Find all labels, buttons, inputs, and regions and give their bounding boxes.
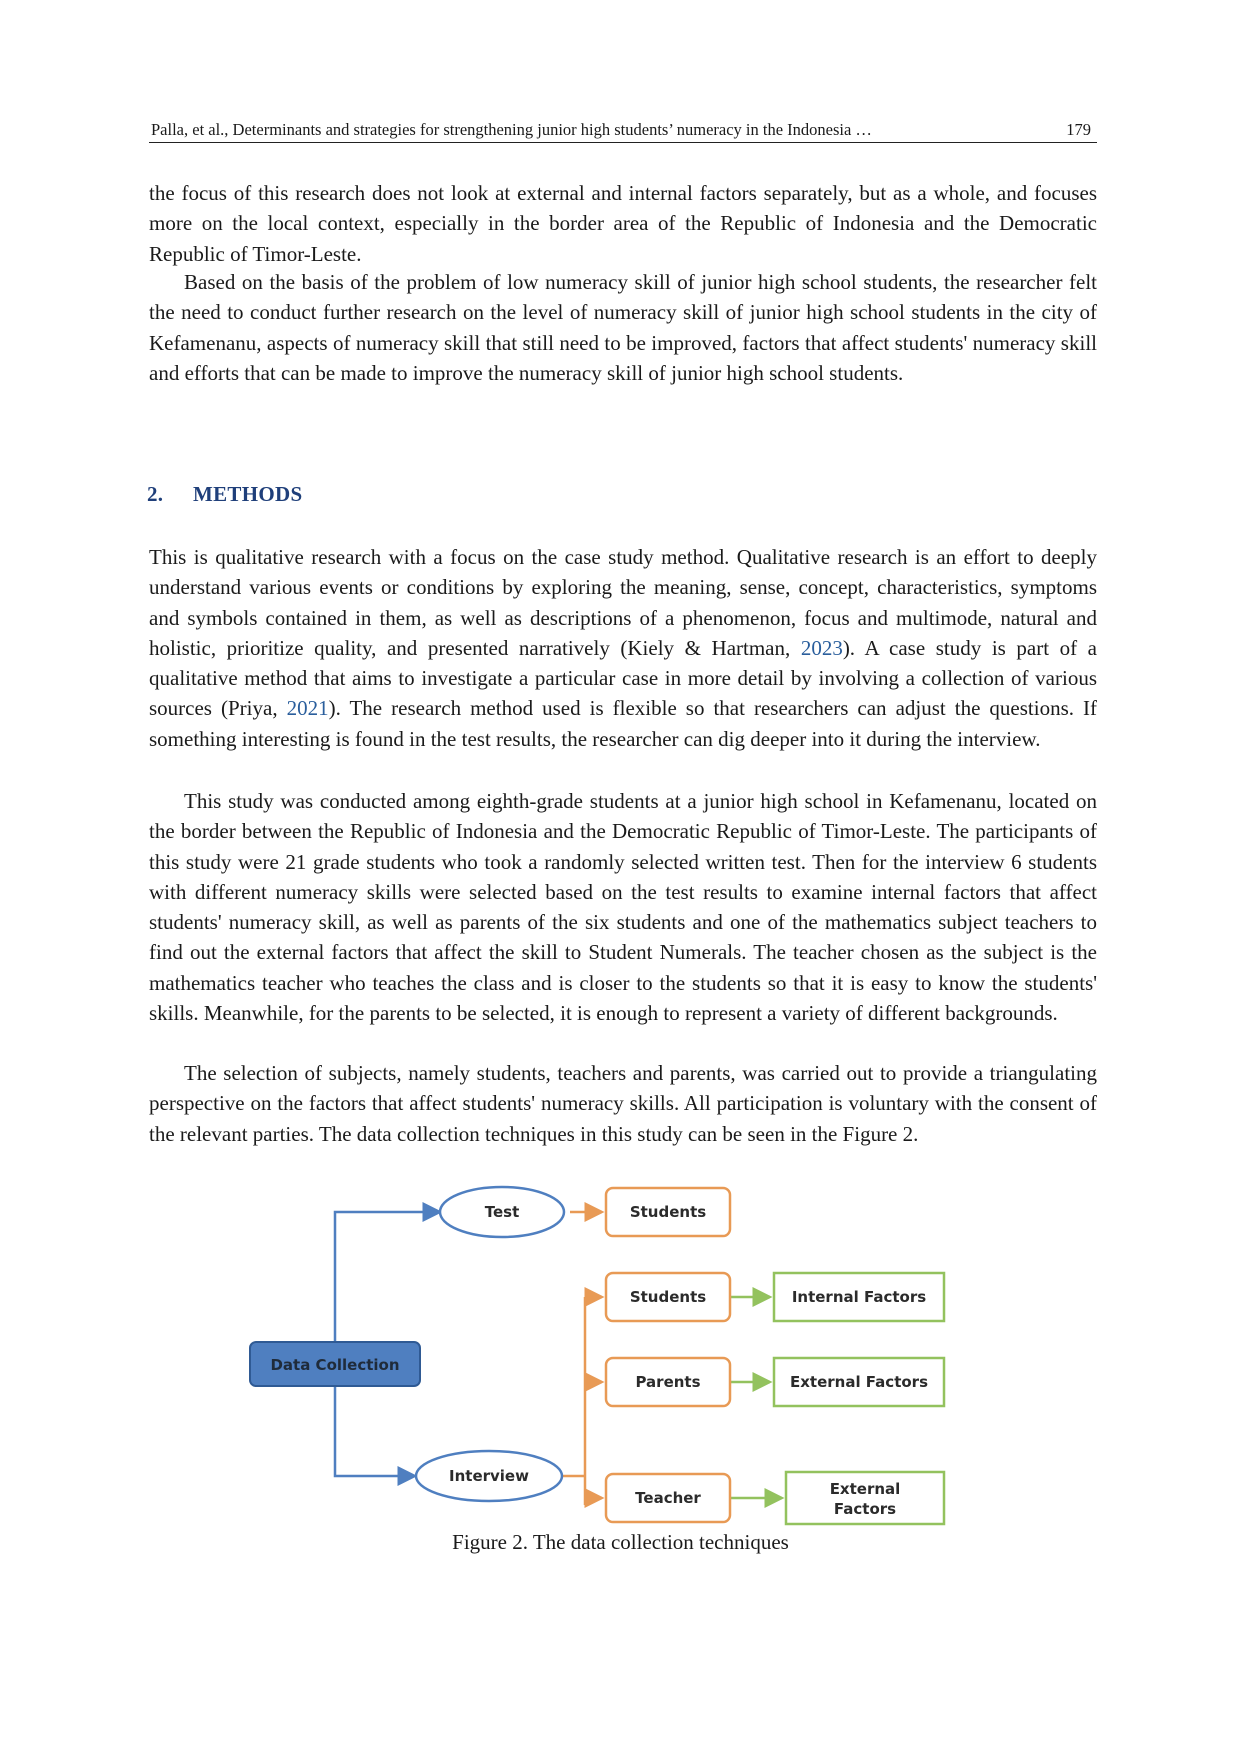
- running-title: Palla, et al., Determinants and strategi…: [151, 120, 872, 139]
- node-test-students: Students: [604, 1186, 732, 1238]
- running-header: Palla, et al., Determinants and strategi…: [149, 118, 1097, 143]
- node-interview-label: Interview: [449, 1467, 529, 1485]
- node-teacher-label: Teacher: [635, 1489, 701, 1507]
- section-number: 2.: [147, 482, 164, 506]
- data-collection-diagram: Data Collection Test Interview Students …: [240, 1180, 960, 1530]
- edge-root-to-test: [333, 1202, 443, 1342]
- node-external-factors-teacher-line1: External: [830, 1480, 901, 1498]
- node-test: Test: [438, 1185, 566, 1239]
- paragraph-rationale: Based on the basis of the problem of low…: [149, 270, 1097, 385]
- page-number: 179: [1066, 120, 1091, 139]
- node-external-factors-parents-label: External Factors: [790, 1373, 928, 1391]
- node-internal-factors-label: Internal Factors: [792, 1288, 926, 1306]
- paragraph-method: This is qualitative research with a focu…: [149, 542, 1097, 754]
- method-text-c: ). The research method used is flexible …: [149, 696, 1098, 751]
- paragraph-context: the focus of this research does not look…: [149, 181, 1097, 266]
- node-external-factors-teacher-line2: Factors: [834, 1500, 896, 1518]
- node-interview: Interview: [414, 1449, 564, 1503]
- paragraph-participants: This study was conducted among eighth-gr…: [149, 789, 1097, 1026]
- node-data-collection: Data Collection: [249, 1341, 421, 1387]
- node-external-factors-parents: External Factors: [772, 1356, 946, 1408]
- edge-root-to-interview: [333, 1384, 418, 1486]
- node-parents: Parents: [604, 1356, 732, 1408]
- section-heading: 2. METHODS: [147, 482, 302, 507]
- node-parents-label: Parents: [635, 1373, 700, 1391]
- citation-link-priya[interactable]: 2021: [286, 696, 329, 721]
- node-interview-students-label: Students: [630, 1288, 706, 1306]
- node-teacher: Teacher: [604, 1472, 732, 1524]
- method-text-b: ). A case study is part of a qualitative…: [149, 635, 1097, 721]
- figure-caption: Figure 2. The data collection techniques: [452, 1530, 789, 1554]
- node-external-factors-teacher: External Factors: [784, 1470, 946, 1526]
- node-interview-students: Students: [604, 1271, 732, 1323]
- node-data-collection-label: Data Collection: [270, 1356, 399, 1374]
- node-test-label: Test: [485, 1203, 520, 1221]
- node-internal-factors: Internal Factors: [772, 1271, 946, 1323]
- node-test-students-label: Students: [630, 1203, 706, 1221]
- section-title: METHODS: [193, 482, 303, 506]
- method-text-a: This is qualitative research with a focu…: [149, 545, 1097, 660]
- paragraph-selection: The selection of subjects, namely studen…: [149, 1061, 1097, 1146]
- citation-link-kiely[interactable]: 2023: [800, 635, 843, 660]
